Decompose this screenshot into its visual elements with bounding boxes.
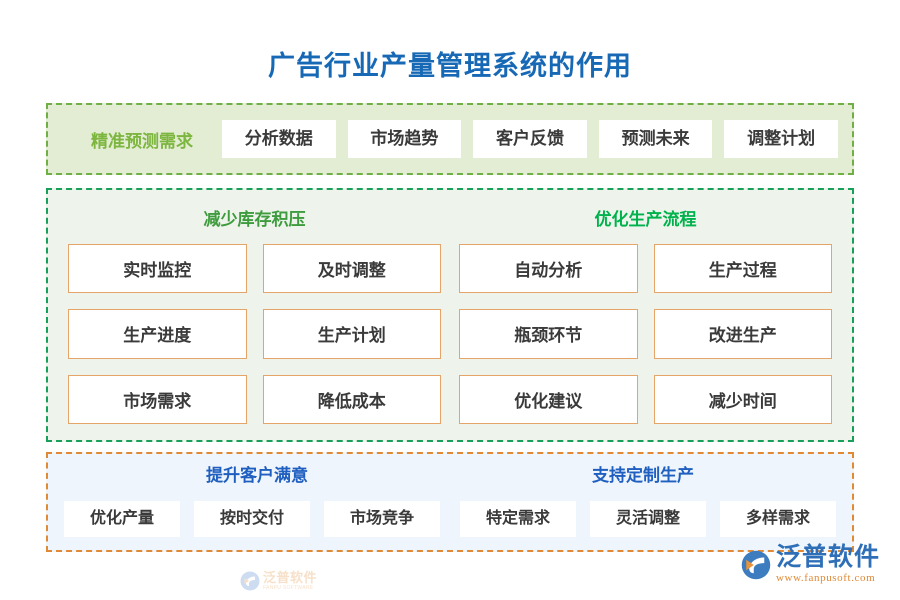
middle-card[interactable]: 生产进度: [68, 309, 247, 359]
bottom-card[interactable]: 市场竞争: [324, 501, 440, 537]
middle-column-production: 优化生产流程 自动分析 生产过程 瓶颈环节 改进生产 优化建议 减少时间: [459, 206, 832, 424]
forecast-section-label: 精准预测需求: [91, 131, 193, 151]
watermark: 泛普软件 FANPU SOFTWARE: [240, 566, 326, 596]
brand-logo: 泛普软件 www.fanpusoft.com: [741, 545, 880, 584]
forecast-card[interactable]: 分析数据: [222, 120, 336, 158]
bottom-card-list: 优化产量 按时交付 市场竞争: [64, 496, 450, 542]
middle-column-inventory: 减少库存积压 实时监控 及时调整 生产进度 生产计划 市场需求 降低成本: [68, 206, 459, 424]
bottom-column-heading: 支持定制生产: [592, 466, 694, 485]
bottom-card[interactable]: 按时交付: [194, 501, 310, 537]
page-title: 广告行业产量管理系统的作用: [268, 51, 632, 81]
middle-card[interactable]: 自动分析: [459, 244, 638, 294]
watermark-name: 泛普软件: [263, 570, 318, 585]
fanpu-logo-icon: [240, 571, 260, 591]
middle-card[interactable]: 瓶颈环节: [459, 309, 638, 359]
fanpu-logo-icon: [741, 550, 771, 579]
bottom-section: 提升客户满意 优化产量 按时交付 市场竞争 支持定制生产 特定需求 灵活调整 多…: [46, 452, 854, 552]
middle-card[interactable]: 生产计划: [262, 309, 441, 359]
forecast-card-list: 分析数据 市场趋势 客户反馈 预测未来 调整计划: [222, 120, 838, 158]
middle-card-grid: 自动分析 生产过程 瓶颈环节 改进生产 优化建议 减少时间: [459, 244, 832, 424]
middle-section: 减少库存积压 实时监控 及时调整 生产进度 生产计划 市场需求 降低成本 优化生…: [46, 188, 854, 591]
middle-card[interactable]: 实时监控: [68, 244, 247, 294]
bottom-card[interactable]: 多样需求: [720, 501, 836, 537]
middle-card[interactable]: 及时调整: [262, 244, 441, 294]
middle-column-heading: 优化生产流程: [594, 210, 697, 229]
brand-text: 泛普软件 www.fanpusoft.com: [776, 545, 880, 584]
middle-card[interactable]: 减少时间: [653, 374, 832, 424]
bottom-card-list: 特定需求 灵活调整 多样需求: [450, 496, 836, 542]
bottom-card[interactable]: 优化产量: [64, 501, 180, 537]
bottom-column-custom: 支持定制生产 特定需求 灵活调整 多样需求: [450, 462, 836, 542]
middle-card[interactable]: 生产过程: [653, 244, 832, 294]
middle-card[interactable]: 市场需求: [68, 374, 247, 424]
brand-name: 泛普软件: [775, 543, 880, 571]
middle-card[interactable]: 优化建议: [459, 374, 638, 424]
forecast-section: 精准预测需求 分析数据 市场趋势 客户反馈 预测未来 调整计划: [46, 103, 854, 175]
forecast-card[interactable]: 市场趋势: [347, 120, 462, 158]
bottom-column-heading: 提升客户满意: [206, 466, 308, 485]
forecast-card[interactable]: 客户反馈: [473, 120, 587, 158]
bottom-column-satisfaction: 提升客户满意 优化产量 按时交付 市场竞争: [64, 462, 450, 542]
watermark-subtitle: FANPU SOFTWARE: [263, 585, 314, 591]
bottom-card[interactable]: 灵活调整: [590, 501, 706, 537]
forecast-card[interactable]: 预测未来: [598, 120, 713, 158]
middle-card[interactable]: 降低成本: [262, 374, 441, 424]
bottom-card[interactable]: 特定需求: [460, 501, 576, 537]
middle-card[interactable]: 改进生产: [653, 309, 832, 359]
watermark-text: 泛普软件 FANPU SOFTWARE: [263, 571, 317, 591]
brand-url: www.fanpusoft.com: [775, 572, 876, 584]
middle-card-grid: 实时监控 及时调整 生产进度 生产计划 市场需求 降低成本: [68, 244, 441, 424]
middle-column-heading: 减少库存积压: [203, 210, 306, 229]
forecast-card[interactable]: 调整计划: [724, 120, 838, 158]
